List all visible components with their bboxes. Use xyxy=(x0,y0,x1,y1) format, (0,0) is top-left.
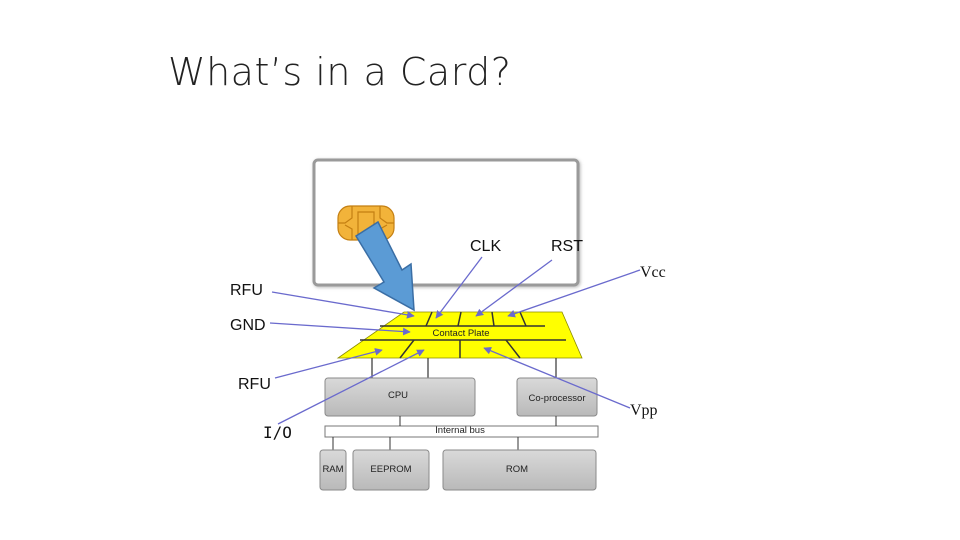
pointer-vpp xyxy=(483,347,631,409)
pin-label-rst: RST xyxy=(551,238,583,255)
pin-pointers xyxy=(269,256,641,425)
smart-card xyxy=(312,158,580,287)
coprocessor-block: Co-processor xyxy=(516,377,598,417)
internal-bus-label: Internal bus xyxy=(435,425,485,436)
pin-label-rfu-bottom: RFU xyxy=(238,376,271,393)
slide-title: What’s in a Card? xyxy=(168,50,512,94)
pointer-clk xyxy=(435,256,483,319)
pin-label-rfu-top: RFU xyxy=(230,282,263,299)
pointer-rfu-bottom xyxy=(274,348,383,379)
cpu-label: CPU xyxy=(388,390,408,401)
pointer-gnd xyxy=(269,322,411,336)
pin-label-io: I/O xyxy=(263,423,292,442)
internal-bus: Internal bus xyxy=(324,425,599,438)
pin-label-vpp: Vpp xyxy=(630,402,658,419)
rom-block: ROM xyxy=(442,449,597,491)
cpu-block: CPU xyxy=(324,377,476,417)
pin-label-gnd: GND xyxy=(230,317,266,334)
pointer-rst xyxy=(475,259,553,317)
contact-plate-label: Contact Plate xyxy=(432,328,489,339)
pointer-io xyxy=(277,349,425,425)
pointer-rfu-top xyxy=(271,291,415,319)
eeprom-label: EEPROM xyxy=(370,464,411,475)
pin-label-vcc: Vcc xyxy=(640,264,666,281)
rom-label: ROM xyxy=(506,464,528,475)
pin-label-clk: CLK xyxy=(470,238,501,255)
ram-label: RAM xyxy=(322,464,343,475)
eeprom-block: EEPROM xyxy=(352,449,430,491)
pointer-vcc xyxy=(507,269,641,318)
coprocessor-label: Co-processor xyxy=(528,393,585,404)
contact-plate: Contact Plate xyxy=(336,311,583,359)
ram-block: RAM xyxy=(319,449,347,491)
zoom-arrow-icon xyxy=(354,220,415,312)
